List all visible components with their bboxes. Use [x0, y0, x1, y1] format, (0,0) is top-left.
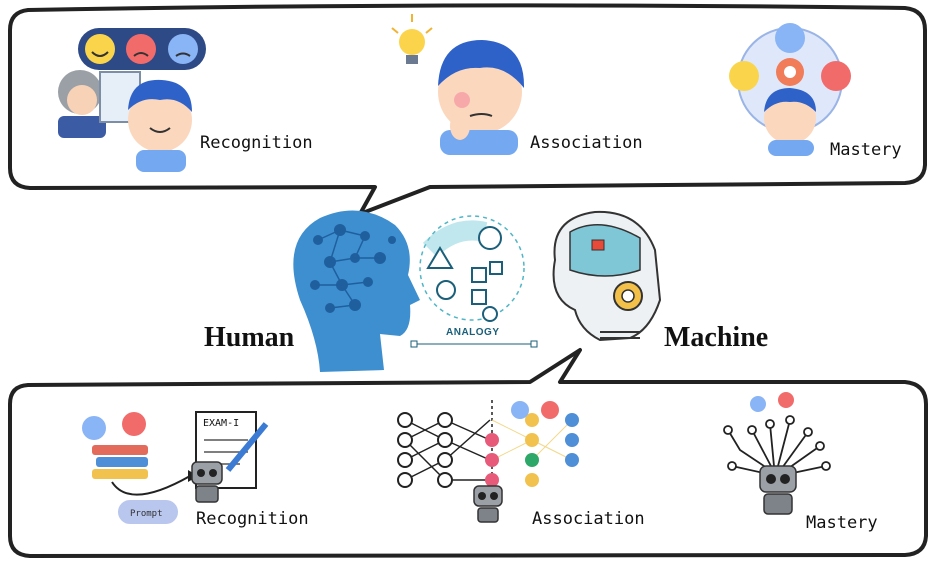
- angry-face-icon-4: [541, 401, 559, 419]
- human-brain-head-icon: [293, 210, 420, 372]
- human-mastery-illustration: [729, 23, 851, 156]
- human-association-illustration: [391, 14, 525, 155]
- sad-face-icon-4: [511, 401, 529, 419]
- prompt-pill: [118, 500, 178, 524]
- exam-label: EXAM-I: [203, 418, 239, 429]
- prompt-label: Prompt: [130, 509, 163, 519]
- human-recognition-illustration: [58, 28, 206, 172]
- sad-face-icon: [168, 34, 198, 64]
- gear-icon-2: [478, 226, 502, 250]
- check-icon: [436, 280, 456, 300]
- robot-head-icon: [552, 210, 662, 342]
- machine-mastery-illustration: [723, 392, 831, 515]
- angry-face-icon-3: [122, 412, 146, 436]
- books-icon: [92, 445, 148, 479]
- human-label: Human: [204, 322, 295, 353]
- sad-face-icon-2: [775, 23, 805, 53]
- analogy-icon: [410, 215, 538, 348]
- robot-icon-3: [759, 465, 797, 515]
- machine-recognition-illustration: [82, 411, 269, 524]
- student-icon: [128, 88, 192, 152]
- machine-mastery-label: Mastery: [806, 513, 878, 533]
- thinking-person-icon: [438, 40, 525, 155]
- robot-icon-2: [473, 485, 503, 523]
- machine-label: Machine: [664, 322, 768, 353]
- lightbulb-icon: [391, 14, 433, 64]
- machine-recognition-label: Recognition: [196, 509, 309, 529]
- angry-face-icon-2: [821, 61, 851, 91]
- machine-panel: [8, 348, 928, 558]
- angry-face-icon: [126, 34, 156, 64]
- robot-icon: [191, 461, 223, 503]
- sad-face-icon-5: [750, 396, 766, 412]
- human-association-label: Association: [530, 133, 643, 153]
- analogy-label: ANALOGY: [446, 327, 500, 338]
- triangle-icon: [426, 246, 454, 269]
- happy-face-icon: [85, 34, 115, 64]
- angry-face-icon-5: [778, 392, 794, 408]
- machine-association-illustration: [397, 400, 579, 523]
- circuit-wires-icon: [727, 419, 827, 475]
- machine-association-label: Association: [532, 509, 645, 529]
- happy-face-icon-2: [729, 61, 759, 91]
- human-mastery-label: Mastery: [830, 140, 902, 160]
- sad-face-icon-3: [82, 416, 106, 440]
- human-recognition-label: Recognition: [200, 133, 313, 153]
